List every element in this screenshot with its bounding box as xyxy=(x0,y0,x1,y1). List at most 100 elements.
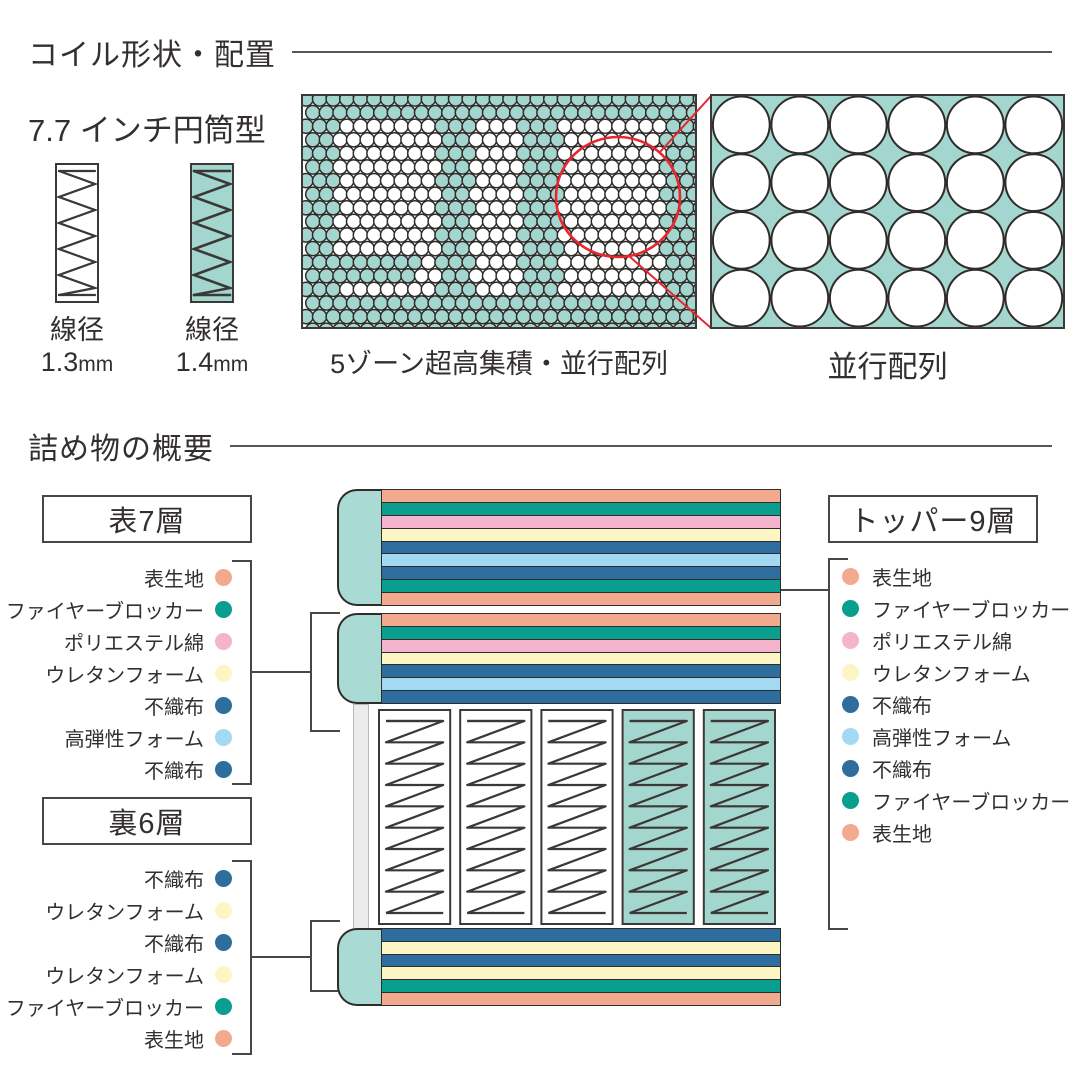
front-layers-title-box: 表7層 xyxy=(42,495,252,543)
section-rule-filling xyxy=(230,445,1052,447)
front-layers-legend: 表生地ファイヤーブロッカーポリエステル綿ウレタンフォーム不織布高弾性フォーム不織… xyxy=(6,561,232,785)
front-layers-bracket-tail xyxy=(310,612,340,732)
legend-color-dot xyxy=(215,664,232,682)
wire-caption-value-1: 1.3 xyxy=(40,346,79,377)
legend-row: 不織布 xyxy=(842,752,1072,784)
legend-row: 表生地 xyxy=(842,560,1072,592)
legend-color-dot xyxy=(842,823,859,841)
wire-caption-1-4mm: 線径 1.4mm xyxy=(153,315,271,379)
legend-label: 不織布 xyxy=(144,869,204,892)
slab-layer xyxy=(381,638,781,652)
topper-layers-title: トッパー9層 xyxy=(849,506,1017,538)
topper-slab-endcap xyxy=(337,489,381,606)
legend-label: 表生地 xyxy=(872,567,932,590)
front-slab xyxy=(337,613,781,705)
legend-label: ファイヤーブロッカー xyxy=(872,791,1071,814)
legend-label: ウレタンフォーム xyxy=(45,901,204,924)
wire-caption-value-2: 1.4 xyxy=(175,346,214,377)
topper-slab xyxy=(337,489,781,607)
legend-row: ポリエステル綿 xyxy=(10,625,232,657)
legend-row: 不織布 xyxy=(842,688,1072,720)
legend-color-dot xyxy=(842,599,859,617)
five-zone-array-caption: 5ゾーン超高集積・並行配列 xyxy=(330,349,668,379)
legend-color-dot xyxy=(215,600,232,618)
slab-layer xyxy=(381,514,781,528)
back-layers-bracket-stem xyxy=(252,956,312,958)
topper-layers-legend: 表生地ファイヤーブロッカーポリエステル綿ウレタンフォーム不織布高弾性フォーム不織… xyxy=(842,560,1072,848)
legend-row: 不織布 xyxy=(10,753,232,785)
slab-layer xyxy=(381,966,781,980)
legend-label: 不織布 xyxy=(144,760,204,783)
legend-color-dot xyxy=(215,760,232,778)
legend-row: 高弾性フォーム xyxy=(10,721,232,753)
front-slab-layers xyxy=(381,613,781,705)
legend-color-dot xyxy=(215,869,232,887)
slab-layer xyxy=(381,677,781,691)
section-header-filling: 詰め物の概要 xyxy=(28,424,1052,468)
wire-caption-unit-1: mm xyxy=(78,352,114,376)
slab-layer xyxy=(381,940,781,954)
legend-color-dot xyxy=(215,901,232,919)
coil-spec-label: 7.7 インチ円筒型 xyxy=(28,113,266,148)
legend-label: 不織布 xyxy=(872,759,932,782)
legend-color-dot xyxy=(842,759,859,777)
legend-label: ウレタンフォーム xyxy=(45,664,204,687)
legend-label: ファイヤーブロッカー xyxy=(5,600,204,623)
section-title-filling: 詰め物の概要 xyxy=(28,433,214,466)
legend-label: ウレタンフォーム xyxy=(872,663,1031,686)
legend-color-dot xyxy=(215,965,232,983)
five-zone-array xyxy=(301,94,697,329)
wire-sample-1-4mm xyxy=(190,163,234,303)
back-layers-title: 裏6層 xyxy=(108,808,186,840)
legend-row: ポリエステル綿 xyxy=(842,624,1072,656)
back-layers-legend: 不織布ウレタンフォーム不織布ウレタンフォームファイヤーブロッカー表生地 xyxy=(6,862,232,1054)
slab-layer xyxy=(381,613,781,626)
legend-label: 高弾性フォーム xyxy=(64,728,204,751)
legend-row: 不織布 xyxy=(10,689,232,721)
slab-layer xyxy=(381,540,781,554)
legend-row: ウレタンフォーム xyxy=(10,958,232,990)
legend-row: ファイヤーブロッカー xyxy=(6,990,232,1022)
front-layers-bracket xyxy=(232,560,252,785)
section-title-coil: コイル形状・配置 xyxy=(28,39,276,72)
legend-row: ファイヤーブロッカー xyxy=(842,592,1072,624)
topper-slab-layers xyxy=(381,489,781,607)
wire-caption-1-3mm: 線径 1.3mm xyxy=(18,315,136,379)
legend-label: ファイヤーブロッカー xyxy=(872,599,1071,622)
back-layers-title-box: 裏6層 xyxy=(42,797,252,845)
legend-row: ウレタンフォーム xyxy=(842,656,1072,688)
front-layers-bracket-stem xyxy=(252,671,312,673)
legend-label: ポリエステル綿 xyxy=(872,631,1012,654)
legend-row: 表生地 xyxy=(10,1022,232,1054)
legend-row: 不織布 xyxy=(10,926,232,958)
slab-layer xyxy=(381,664,781,678)
topper-layers-bracket xyxy=(828,558,848,930)
back-slab-layers xyxy=(381,928,781,1006)
legend-row: ファイヤーブロッカー xyxy=(6,593,232,625)
legend-label: 表生地 xyxy=(872,823,932,846)
front-slab-endcap xyxy=(337,613,381,704)
legend-label: ポリエステル綿 xyxy=(64,632,204,655)
wire-sample-1-3mm xyxy=(55,163,99,303)
legend-label: 不織布 xyxy=(144,696,204,719)
legend-row: 表生地 xyxy=(10,561,232,593)
legend-row: ウレタンフォーム xyxy=(10,894,232,926)
slab-layer xyxy=(381,579,781,593)
legend-color-dot xyxy=(215,632,232,650)
legend-color-dot xyxy=(215,728,232,746)
slab-layer xyxy=(381,553,781,567)
slab-layer xyxy=(381,566,781,580)
legend-label: 表生地 xyxy=(144,568,204,591)
wire-caption-label-2: 線径 xyxy=(185,315,239,345)
legend-color-dot xyxy=(215,997,232,1015)
legend-row: ウレタンフォーム xyxy=(10,657,232,689)
slab-layer xyxy=(381,489,781,502)
legend-row: 不織布 xyxy=(10,862,232,894)
legend-color-dot xyxy=(215,1029,232,1047)
slab-layer xyxy=(381,501,781,515)
slab-layer xyxy=(381,979,781,993)
slab-layer xyxy=(381,953,781,967)
parallel-array-caption: 並行配列 xyxy=(827,351,948,384)
legend-label: 表生地 xyxy=(144,1029,204,1052)
topper-layers-bracket-stem xyxy=(768,589,828,591)
